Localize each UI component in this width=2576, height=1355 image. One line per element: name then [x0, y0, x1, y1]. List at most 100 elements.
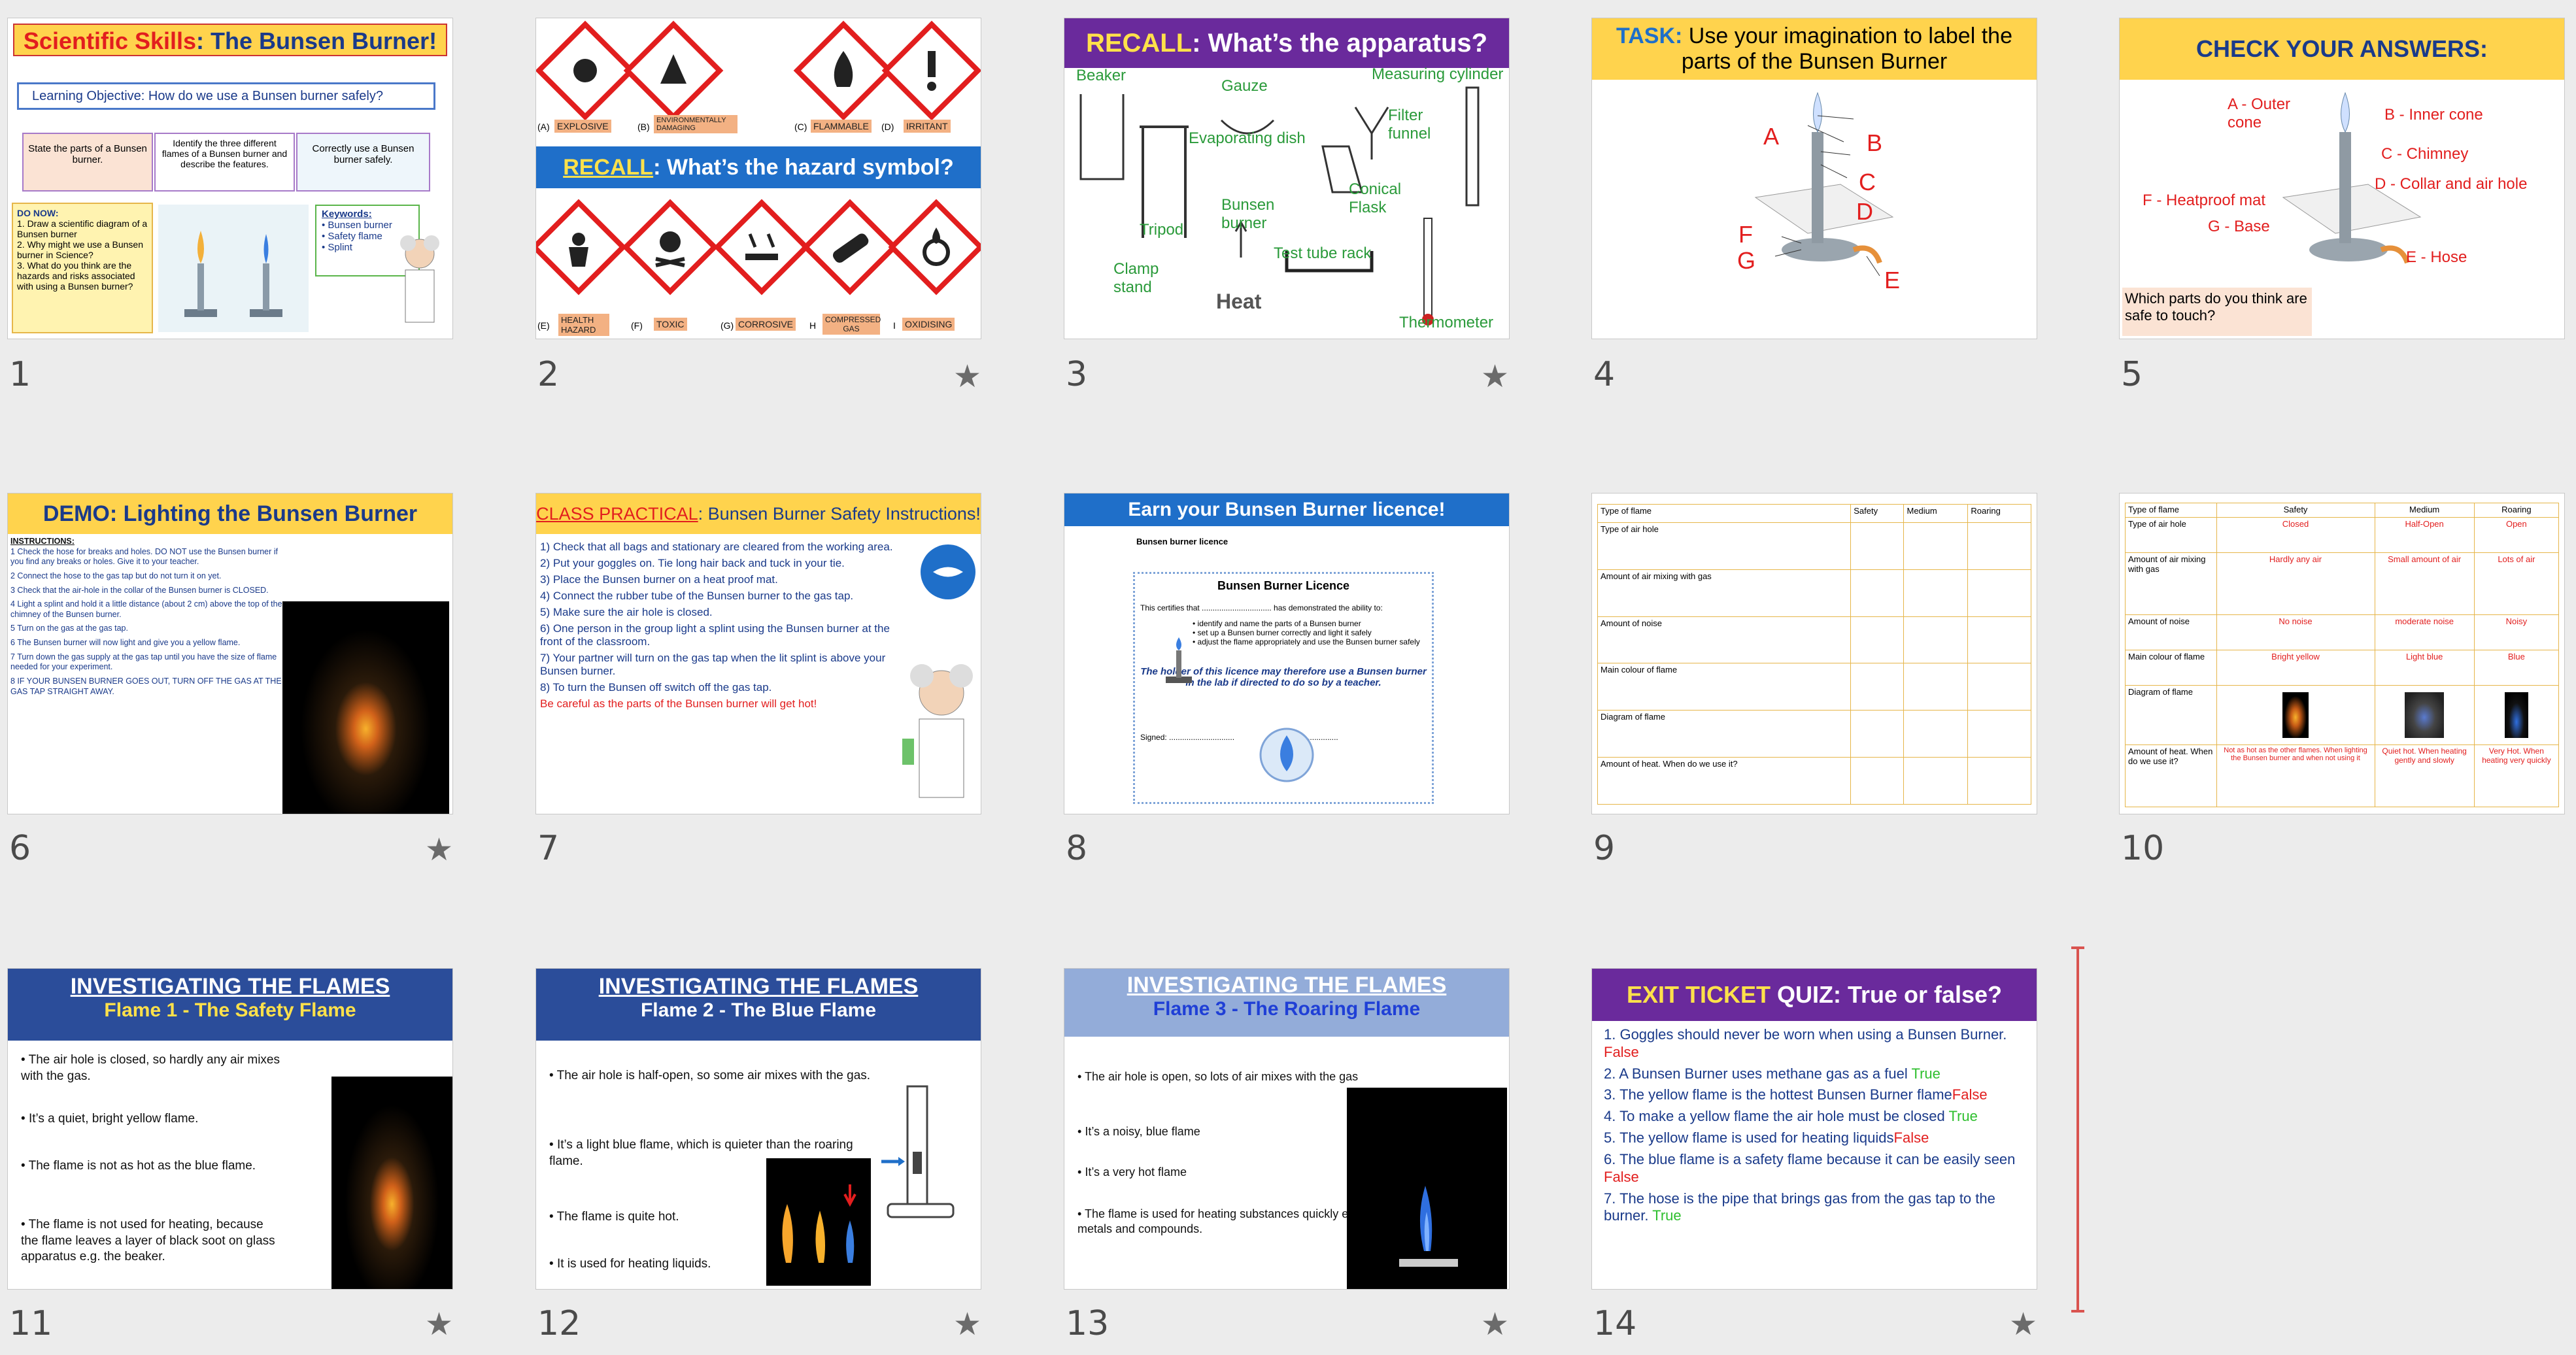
label-letter: (F): [631, 320, 643, 331]
blue-flame-thumb: [2504, 692, 2528, 739]
slide-thumbnail-4[interactable]: TASK: Use your imagination to label the …: [1592, 18, 2037, 339]
star-icon[interactable]: ★: [1481, 358, 1510, 395]
slide-thumbnail-12[interactable]: INVESTIGATING THE FLAMES Flame 2 - The B…: [536, 969, 981, 1289]
slide-thumbnail-1[interactable]: Scientific Skills: The Bunsen Burner! Le…: [8, 18, 452, 339]
slide-number: 11: [9, 1304, 53, 1343]
bunsen-burner-diagram: [1754, 92, 1894, 276]
label-explosive: EXPLOSIVE: [554, 120, 611, 133]
label-f: F: [1738, 221, 1753, 248]
bullet-2: • It’s a noisy, blue flame: [1077, 1125, 1200, 1138]
yellow-flame-thumb: [2282, 692, 2309, 739]
slide-title: TASK: Use your imagination to label the …: [1592, 18, 2037, 80]
slide-thumbnail-7[interactable]: CLASS PRACTICAL: Bunsen Burner Safety In…: [536, 493, 981, 814]
slide-thumbnail-6[interactable]: DEMO: Lighting the Bunsen Burner INSTRUC…: [8, 493, 452, 814]
outcome-2: Identify the three different flames of a…: [154, 133, 295, 192]
insertion-caret-top: [2071, 946, 2084, 949]
bunsen-burner-diagram: [881, 1085, 955, 1218]
light-blue-flame-thumb: [2405, 692, 2445, 739]
slide-title: EXIT TICKET QUIZ: True or false?: [1592, 969, 2037, 1021]
label-letter: (C): [794, 122, 807, 132]
insertion-caret: [2076, 946, 2079, 1313]
label-gauze: Gauze: [1221, 77, 1268, 95]
bullet-4: • It is used for heating liquids.: [549, 1257, 711, 1271]
label-bunsen-burner: Bunsen burner: [1221, 196, 1275, 232]
bullet-4: • The flame is used for heating substanc…: [1077, 1207, 1362, 1236]
keywords-box: Keywords: • Bunsen burner • Safety flame…: [315, 205, 420, 276]
slide-title: CHECK YOUR ANSWERS:: [2120, 18, 2564, 80]
slide-number: 6: [9, 829, 31, 868]
slide-number: 2: [537, 355, 560, 394]
label-filter-funnel: Filter funnel: [1388, 107, 1431, 142]
star-icon[interactable]: ★: [953, 358, 982, 395]
answer-e: E - Hose: [2406, 248, 2467, 266]
label-b: B: [1867, 129, 1883, 156]
bunsen-burners-image: [158, 205, 309, 332]
slide-title: Scientific Skills: The Bunsen Burner!: [13, 24, 447, 56]
bullet-2: • It’s a quiet, bright yellow flame.: [21, 1112, 199, 1126]
label-health-hazard: HEALTH HAZARD: [558, 314, 609, 336]
label-letter: H: [809, 320, 817, 331]
star-icon[interactable]: ★: [953, 1306, 982, 1343]
question-box: Which parts do you think are safe to tou…: [2122, 288, 2312, 336]
slide-number: 8: [1066, 829, 1088, 868]
slide-number: 3: [1066, 355, 1088, 394]
star-icon[interactable]: ★: [2009, 1306, 2038, 1343]
label-environmental: ENVIRONMENTALLY DAMAGING: [654, 115, 737, 133]
label-evaporating-dish: Evaporating dish: [1189, 129, 1306, 147]
slide-number: 7: [537, 829, 560, 868]
slide-number: 13: [1066, 1304, 1110, 1343]
goggles-sign-icon: [921, 544, 975, 599]
hazard-symbols-bottom: [536, 199, 981, 295]
safety-flame-photo: [331, 1077, 452, 1289]
answer-b: B - Inner cone: [2384, 106, 2483, 124]
bullet-1: • The air hole is half-open, so some air…: [549, 1069, 871, 1082]
slide-number: 9: [1593, 829, 1616, 868]
label-a: A: [1763, 123, 1780, 150]
label-conical-flask: Conical Flask: [1349, 180, 1402, 216]
slide-thumbnail-14[interactable]: EXIT TICKET QUIZ: True or false? 1. Gogg…: [1592, 969, 2037, 1289]
bullet-3: • The flame is not as hot as the blue fl…: [21, 1159, 256, 1173]
label-oxidising: OXIDISING: [902, 318, 955, 331]
bunsen-burner-diagram: [2282, 92, 2422, 264]
label-letter: (D): [881, 122, 894, 132]
slide-title: Earn your Bunsen Burner licence!: [1064, 493, 1509, 526]
label-corrosive: CORROSIVE: [736, 318, 796, 331]
label-irritant: IRRITANT: [904, 120, 951, 133]
bullet-4: • The flame is not used for heating, bec…: [21, 1218, 275, 1264]
yellow-flame-photo: [282, 601, 449, 814]
slide-thumbnail-5[interactable]: CHECK YOUR ANSWERS: A - Outer cone B - I…: [2120, 18, 2564, 339]
slide-thumbnail-3[interactable]: RECALL: What’s the apparatus? Beaker Gau…: [1064, 18, 1509, 339]
document-title: Bunsen burner licence: [1136, 537, 1229, 546]
label-letter: I: [893, 320, 896, 331]
slide-number: 10: [2121, 829, 2165, 868]
slide-number: 14: [1593, 1304, 1637, 1343]
label-flammable: FLAMMABLE: [811, 120, 872, 133]
apparatus-drawings: [1079, 86, 1480, 326]
label-beaker: Beaker: [1076, 67, 1127, 84]
label-c: C: [1859, 169, 1876, 195]
label-compressed-gas: COMPRESSED GAS: [822, 314, 881, 335]
learning-objective: Learning Objective: How do we use a Buns…: [17, 82, 435, 110]
bullet-1: • The air hole is open, so lots of air m…: [1077, 1070, 1359, 1083]
bullet-2: • It’s a light blue flame, which is quie…: [549, 1138, 853, 1168]
slide-title: CLASS PRACTICAL: Bunsen Burner Safety In…: [536, 493, 981, 534]
slide-thumbnail-8[interactable]: Earn your Bunsen Burner licence! Bunsen …: [1064, 493, 1509, 814]
roaring-flame-photo: [1347, 1088, 1507, 1289]
slide-thumbnail-11[interactable]: INVESTIGATING THE FLAMES Flame 1 - The S…: [8, 969, 452, 1289]
star-icon[interactable]: ★: [425, 831, 454, 868]
answer-c: C - Chimney: [2381, 145, 2469, 163]
label-letter: (G): [720, 320, 734, 331]
star-icon[interactable]: ★: [1481, 1306, 1510, 1343]
slide-title: INVESTIGATING THE FLAMES Flame 2 - The B…: [536, 969, 981, 1041]
slide-title: RECALL: What’s the hazard symbol?: [536, 146, 981, 188]
insertion-caret-bottom: [2071, 1310, 2084, 1313]
label-test-tube-rack: Test tube rack: [1274, 244, 1372, 262]
slide-thumbnail-2[interactable]: (A) EXPLOSIVE (B) ENVIRONMENTALLY DAMAGI…: [536, 18, 981, 339]
star-icon[interactable]: ★: [425, 1306, 454, 1343]
label-e: E: [1884, 267, 1901, 293]
label-thermometer: Thermometer: [1399, 314, 1494, 331]
slide-thumbnail-13[interactable]: INVESTIGATING THE FLAMES Flame 3 - The R…: [1064, 969, 1509, 1289]
